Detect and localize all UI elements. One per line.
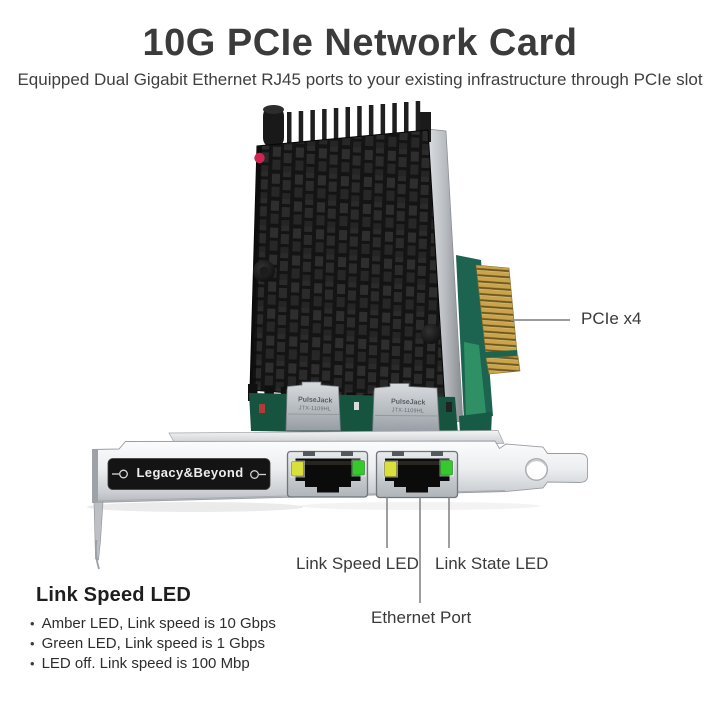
magnetics-module-1	[285, 381, 341, 431]
callout-link-state-led: Link State LED	[435, 554, 549, 573]
bracket-tab-wire	[95, 539, 100, 570]
rj45-ports	[286, 450, 459, 499]
port2-link-speed-led	[384, 461, 397, 477]
pushpin-top-cap	[263, 105, 284, 114]
bracket-screw-hole	[524, 457, 549, 482]
heatsink-pushpin-right	[421, 324, 441, 344]
label-right-ring	[250, 470, 259, 479]
pcb-lower	[459, 412, 492, 434]
port2-clip-notch	[392, 451, 404, 456]
callout-lines	[386, 319, 570, 603]
heatsink-pushpin-top	[263, 106, 284, 148]
bracket-left-edge	[92, 449, 98, 503]
port2-contacts	[392, 461, 442, 465]
led-legend: Link Speed LED Amber LED, Link speed is …	[28, 584, 328, 674]
module-seam	[374, 415, 440, 417]
pcie-fingers-short	[485, 355, 521, 375]
pushpin-left-center	[259, 266, 269, 276]
brand-label-plate	[107, 458, 271, 490]
brand-label-text: Legacy&Beyond	[136, 465, 244, 480]
port1-clip-notch	[341, 451, 353, 456]
legend-list: Amber LED, Link speed is 10 Gbps Green L…	[28, 614, 328, 674]
port1-link-state-led	[352, 460, 365, 476]
pcb-edge-bright	[464, 342, 486, 418]
magnetics-label-2: PulseJack JTX-1109HL	[380, 398, 437, 416]
magnetics-label-1: PulseJack JTX-1109HL	[291, 396, 340, 413]
pcb-component	[446, 402, 452, 412]
legend-heading: Link Speed LED	[36, 584, 192, 606]
port1-opening	[295, 458, 361, 493]
pcb-component	[354, 402, 359, 410]
callout-pcie-x4: PCIe x4	[581, 309, 642, 328]
port1-clip-notch	[303, 451, 315, 456]
callout-ethernet-port: Ethernet Port	[371, 608, 472, 627]
page-title: 10G PCIe Network Card	[142, 22, 578, 64]
hole-shadow	[526, 459, 547, 467]
callout-link-speed-led: Link Speed LED	[296, 554, 419, 573]
heatsink-fin-tips	[287, 101, 431, 148]
rj45-port-2	[375, 450, 459, 499]
heatsink	[248, 101, 446, 417]
pcb-and-connector	[426, 128, 521, 434]
rj45-port-1	[286, 450, 369, 498]
legend-item-amber: Amber LED, Link speed is 10 Gbps	[28, 614, 328, 634]
port1-contacts	[303, 461, 353, 465]
port2-link-state-led	[440, 460, 453, 476]
heatsink-body	[249, 129, 446, 406]
legend-item-off: LED off. Link speed is 100 Mbp	[28, 654, 328, 674]
magnetics-modules	[249, 381, 458, 434]
port1-link-speed-led	[291, 461, 304, 477]
port2-opening	[385, 458, 450, 493]
port2-clip-notch	[431, 451, 443, 456]
page-subtitle: Equipped Dual Gigabit Ethernet RJ45 port…	[17, 70, 703, 89]
bracket-shadow	[87, 502, 303, 512]
label-left-ring	[119, 469, 128, 479]
pcb-component	[259, 404, 265, 413]
red-component-dot	[254, 152, 265, 164]
legend-item-green: Green LED, Link speed is 1 Gbps	[28, 634, 328, 654]
module-seam	[287, 413, 341, 415]
